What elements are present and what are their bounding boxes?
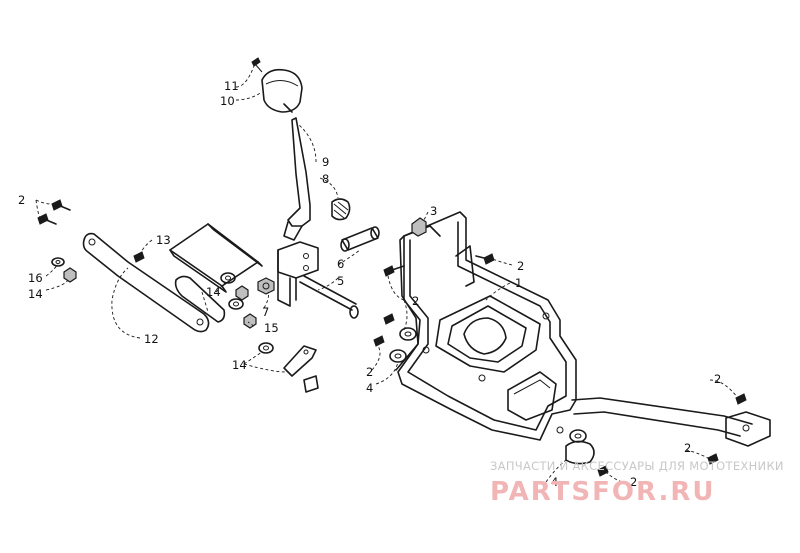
callout-2-frame-lower: 2 (366, 365, 373, 379)
callout-12: 12 (144, 332, 159, 346)
callout-16: 16 (28, 271, 43, 285)
callout-4-bottom: 4 (551, 475, 558, 489)
leader-lines (35, 65, 739, 483)
link-washer-1 (220, 272, 236, 284)
bushing (340, 226, 380, 252)
frame-bolt-top (475, 253, 495, 265)
left-bolt-2 (37, 213, 57, 225)
callout-3: 3 (430, 204, 437, 218)
callout-11: 11 (224, 79, 239, 93)
knob-screw (251, 57, 263, 73)
link-nut-1 (235, 285, 249, 301)
pivot-shaft (299, 275, 359, 319)
frame-washer-bottom-1 (569, 429, 587, 443)
callout-4-left: 4 (366, 381, 373, 395)
lever-nut (257, 277, 275, 295)
frame-bolt-left-3 (373, 335, 385, 347)
callout-7: 7 (262, 305, 269, 319)
callout-8: 8 (322, 172, 329, 186)
frame-washer-left-2 (389, 349, 407, 363)
callout-14-link: 14 (206, 285, 221, 299)
callout-2-frame-top: 2 (517, 259, 524, 273)
callout-13: 13 (156, 233, 171, 247)
watermark-tagline: ЗАПЧАСТИ И АКСЕССУАРЫ ДЛЯ МОТОТЕХНИКИ (490, 459, 784, 473)
left-bolt-1 (51, 199, 71, 211)
shift-knob (261, 68, 303, 113)
callout-2-left: 2 (18, 193, 25, 207)
callout-15: 15 (264, 321, 279, 335)
callout-2-tube-lower: 2 (684, 441, 691, 455)
link-washer-2 (228, 298, 244, 310)
left-washer (51, 257, 65, 267)
callout-1: 1 (515, 276, 522, 290)
rod-end (283, 345, 319, 393)
link-washer-3 (258, 342, 274, 354)
linkage-crossbar (169, 223, 263, 293)
tube-bolt-upper (735, 393, 747, 405)
callout-6: 6 (337, 257, 344, 271)
callout-2-frame-left: 2 (412, 294, 419, 308)
callout-14-lower: 14 (232, 358, 247, 372)
callout-9: 9 (322, 155, 329, 169)
frame-washer-bottom-2 (565, 440, 595, 465)
link-nut-2 (243, 313, 257, 329)
shift-lever (283, 117, 311, 241)
callout-2-bottom: 2 (630, 475, 637, 489)
frame-washer-left-1 (399, 327, 417, 341)
lever-spring (331, 198, 351, 221)
callout-10: 10 (220, 94, 235, 108)
frame-bolt-bottom (597, 465, 609, 477)
support-tube (403, 225, 771, 447)
tube-bolt-lower (707, 453, 719, 465)
watermark-brand: PARTSFOR.RU (490, 477, 715, 507)
frame-bolt-left-1 (383, 265, 405, 277)
callout-2-tube-upper: 2 (714, 372, 721, 386)
shift-link-arm (82, 232, 226, 333)
bolt-13 (133, 251, 145, 263)
callout-14-left: 14 (28, 287, 43, 301)
mounting-frame (395, 211, 577, 441)
callout-5: 5 (337, 274, 344, 288)
left-nut (63, 267, 77, 283)
frame-bolt-left-2 (383, 313, 395, 325)
frame-clip (411, 217, 427, 237)
lever-bracket (277, 241, 319, 307)
